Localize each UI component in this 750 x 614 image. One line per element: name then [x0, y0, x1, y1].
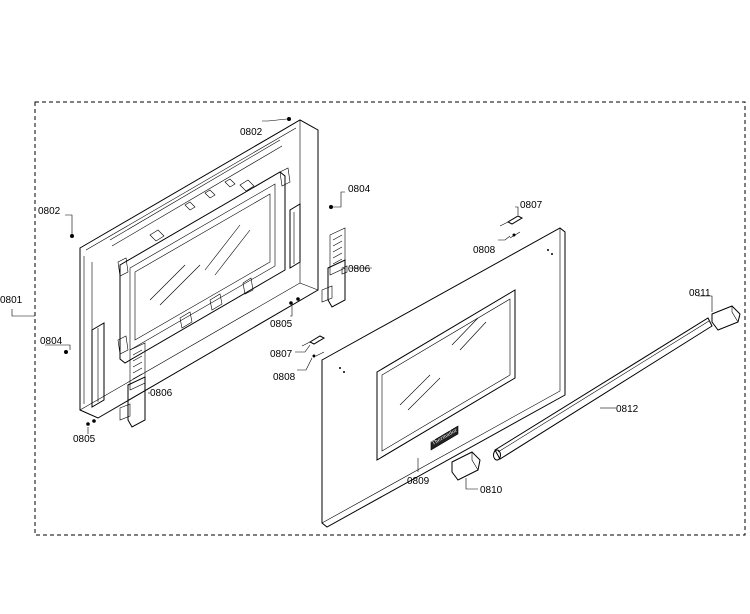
callout-0804-right: 0804: [329, 184, 371, 209]
label-0808-mid: 0808: [273, 372, 296, 383]
label-0804-left: 0804: [40, 336, 63, 347]
callout-0811: 0811: [689, 288, 713, 312]
label-0807-mid: 0807: [270, 349, 293, 360]
end-cap-0810: [451, 451, 481, 481]
callout-0802-left: 0802: [38, 206, 74, 238]
end-cap-0811: [711, 305, 741, 331]
callout-0805-center: 0805: [270, 297, 300, 330]
label-0812: 0812: [616, 404, 639, 415]
callout-0806-right: 0806: [348, 264, 372, 275]
label-0801: 0801: [0, 295, 23, 306]
callout-0806-left: 0806: [148, 388, 173, 399]
label-0806-left: 0806: [150, 388, 173, 399]
brand-badge-text: Thermador: [431, 427, 459, 447]
callout-0802-top: 0802: [240, 117, 291, 138]
label-0809: 0809: [407, 476, 430, 487]
label-0805-center: 0805: [270, 319, 293, 330]
callout-0805-left: 0805: [73, 419, 96, 445]
handle-bar-0812: [493, 317, 713, 461]
assembly-boundary-dashed-box: [34, 101, 746, 536]
callout-0808-top: 0808: [473, 235, 511, 256]
label-0806-right: 0806: [348, 264, 371, 275]
label-0807-top: 0807: [520, 200, 543, 211]
label-0811: 0811: [689, 288, 711, 299]
callout-0804-left: 0804: [40, 336, 71, 354]
label-0808-top: 0808: [473, 245, 496, 256]
handle-screws-mid: [301, 335, 326, 358]
inner-window-glass: [117, 167, 291, 364]
hinge-channel-left: [91, 322, 105, 408]
callout-0807-top: 0807: [515, 200, 543, 215]
hinge-0806-right: [321, 227, 348, 308]
callout-0801: 0801: [0, 295, 35, 317]
hinge-channel-right: [289, 203, 301, 269]
callout-0810: 0810: [465, 478, 503, 496]
hinge-0806-left: [119, 342, 146, 428]
label-0802-top: 0802: [240, 127, 263, 138]
label-0804-right: 0804: [348, 184, 371, 195]
label-0810: 0810: [480, 485, 503, 496]
callout-0812: 0812: [600, 404, 639, 415]
callout-0809: 0809: [407, 458, 430, 487]
label-0805-left: 0805: [73, 434, 96, 445]
callout-0807-mid: 0807: [270, 344, 311, 360]
handle-screws-top: [499, 215, 524, 239]
label-0802-left: 0802: [38, 206, 61, 217]
callout-0808-mid: 0808: [273, 357, 313, 383]
